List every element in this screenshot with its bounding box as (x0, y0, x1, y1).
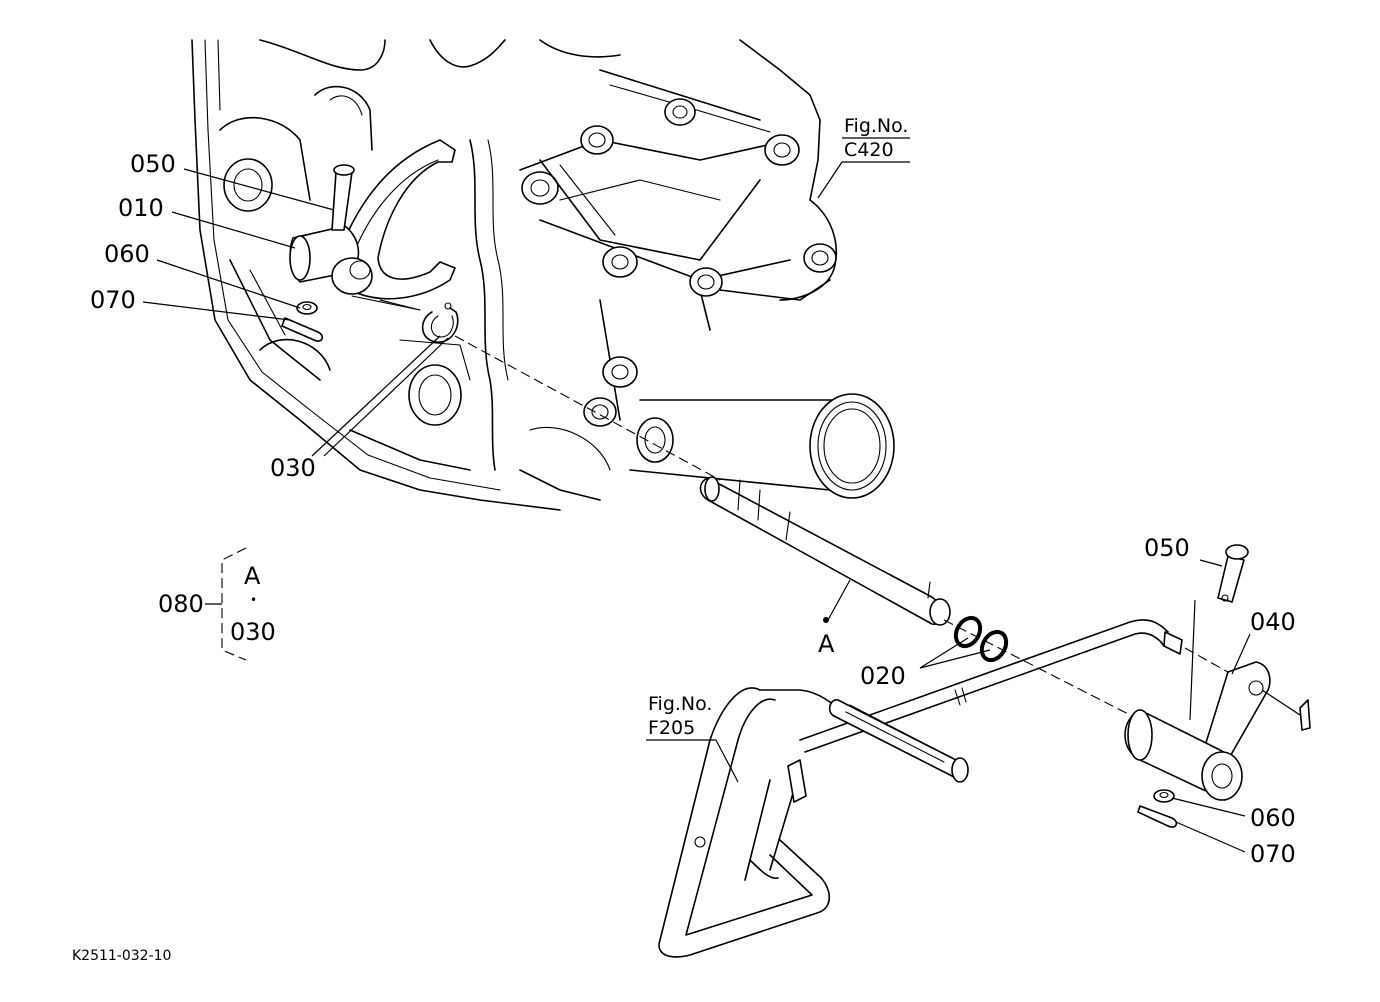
label-part-010: 010 (118, 194, 164, 222)
label-part-060-right: 060 (1250, 804, 1296, 832)
washer-060-right (1153, 789, 1175, 803)
label-part-060-top: 060 (104, 240, 150, 268)
o-rings-020 (953, 615, 1009, 663)
fig-ref-c420-line2: C420 (844, 139, 894, 161)
pin-050-right (1217, 544, 1249, 603)
fig-ref-f205-line1: Fig.No. (648, 693, 713, 715)
fig-ref-c420-line1: Fig.No. (844, 115, 909, 137)
pin-050-top (331, 164, 355, 231)
linkage-rod (799, 619, 1183, 753)
shift-fork (289, 139, 456, 311)
label-part-040: 040 (1250, 608, 1296, 636)
label-part-070-top: 070 (90, 286, 136, 314)
drawing-code: K2511-032-10 (72, 948, 172, 964)
kit-letter: A (244, 562, 261, 590)
label-part-070-right: 070 (1250, 840, 1296, 868)
lever-arm-040 (1124, 661, 1271, 801)
washer-060-top (296, 301, 318, 315)
label-point-a: A (818, 630, 835, 658)
pedal (658, 687, 969, 958)
cotter-pin-070-right (1137, 805, 1178, 828)
label-part-050-right: 050 (1144, 534, 1190, 562)
cotter-pin-far-right (1299, 699, 1311, 731)
label-part-020: 020 (860, 662, 906, 690)
label-part-030: 030 (270, 454, 316, 482)
circlip-030 (421, 302, 459, 343)
kit-part: 030 (230, 618, 276, 646)
transmission-case (191, 39, 895, 511)
shift-rod (699, 476, 951, 626)
leader-lines (142, 137, 1301, 853)
kit-bracket (205, 547, 247, 661)
label-part-050-top: 050 (130, 150, 176, 178)
point-a-marker (823, 617, 829, 623)
kit-bullet: • (250, 593, 258, 607)
cotter-pin-070-top (281, 317, 324, 342)
fig-ref-f205-line2: F205 (648, 717, 696, 739)
label-part-080: 080 (158, 590, 204, 618)
